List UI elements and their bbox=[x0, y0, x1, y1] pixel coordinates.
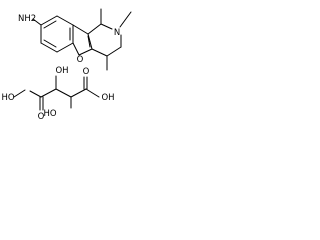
amine-label: NH2 bbox=[18, 14, 36, 24]
lower-hydroxy-label: HO bbox=[43, 109, 56, 119]
bond bbox=[55, 88, 72, 98]
bond bbox=[72, 24, 89, 35]
atom-labels: NH2 N O HO O OH HO O OH bbox=[1, 14, 120, 122]
double-bond bbox=[43, 20, 57, 29]
bond bbox=[85, 88, 100, 98]
upper-hydroxy-label: OH bbox=[55, 66, 68, 76]
bond bbox=[40, 88, 57, 98]
ring-nitrogen-label: N bbox=[114, 28, 120, 38]
left-carbonyl-oxygen-label: O bbox=[38, 112, 45, 122]
structure-figure: NH2 N O HO O OH HO O OH bbox=[1, 8, 132, 122]
right-carbonyl-oxygen-label: O bbox=[83, 67, 90, 77]
double-bond bbox=[87, 35, 91, 48]
bond bbox=[78, 48, 93, 56]
bond bbox=[100, 23, 113, 30]
bond bbox=[40, 15, 58, 26]
methyl-bond bbox=[119, 11, 132, 28]
bond bbox=[70, 88, 87, 98]
right-hydroxy-label: OH bbox=[101, 93, 114, 103]
bond bbox=[29, 90, 42, 98]
bond bbox=[72, 42, 80, 56]
fused-ring-system bbox=[32, 8, 132, 71]
left-hydroxy-label: HO bbox=[1, 93, 14, 103]
bond bbox=[40, 42, 58, 53]
bond bbox=[56, 42, 74, 53]
furan-oxygen-label: O bbox=[77, 55, 84, 65]
amine-bond bbox=[32, 18, 42, 26]
bond bbox=[91, 48, 108, 57]
bond bbox=[87, 33, 93, 50]
bond bbox=[56, 15, 74, 26]
tartaric-acid bbox=[13, 75, 100, 111]
bond bbox=[106, 46, 122, 57]
bond bbox=[13, 89, 26, 98]
bond bbox=[87, 23, 102, 35]
double-bond bbox=[43, 39, 57, 48]
